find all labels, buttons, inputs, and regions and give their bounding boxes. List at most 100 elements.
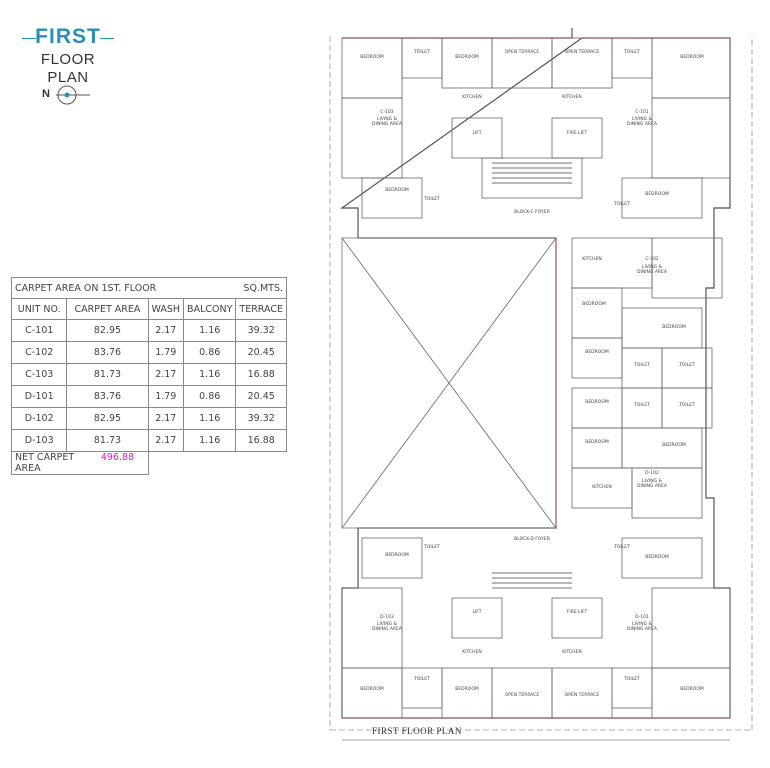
cell-carpet: 83.76	[66, 341, 149, 364]
cell-unit: C-102	[10, 341, 68, 364]
room-label: BEDROOM	[662, 324, 686, 330]
title-rule-left	[22, 38, 36, 39]
plan-subtitle: FLOOR PLAN	[40, 51, 96, 86]
floor-plan-svg: BEDROOM TOILET BEDROOM OPEN TERRACE OPEN…	[329, 28, 753, 741]
room-label: TOILET	[413, 676, 430, 682]
table-header-row: UNIT NO. CARPET AREA WASH BALCONY TERRAC…	[10, 298, 287, 320]
compass-icon	[56, 85, 90, 105]
cell-unit: D-101	[10, 385, 68, 408]
cell-wash: 2.17	[147, 363, 185, 386]
cell-carpet: 82.95	[66, 319, 149, 342]
room-label: BEDROOM	[582, 301, 606, 307]
room-label: TOILET	[423, 544, 440, 550]
cell-carpet: 81.73	[66, 363, 149, 386]
cell-wash: 2.17	[147, 429, 185, 452]
carpet-area-table: CARPET AREA ON 1ST. FLOOR SQ.MTS. UNIT N…	[10, 277, 287, 475]
cell-balcony: 0.86	[183, 341, 237, 364]
cell-balcony: 1.16	[183, 407, 237, 430]
unit-label: D-101	[635, 614, 649, 620]
cell-terrace: 16.88	[235, 363, 287, 386]
col-balcony: BALCONY	[183, 298, 237, 320]
room-label: TOILET	[623, 49, 640, 55]
col-carpet: CARPET AREA	[66, 298, 149, 320]
unit-label: D-102	[645, 470, 659, 476]
room-label: BEDROOM	[385, 187, 409, 193]
room-label: BEDROOM	[360, 686, 384, 692]
room-label: TOILET	[678, 362, 695, 368]
room-label: OPEN TERRACE	[565, 692, 600, 698]
cell-balcony: 1.16	[183, 363, 237, 386]
cell-carpet: 82.95	[66, 407, 149, 430]
room-label: TOILET	[678, 402, 695, 408]
room-label: FIRE LIFT	[567, 130, 588, 136]
net-carpet-label: NET CARPET AREA 496.88	[11, 451, 149, 475]
room-label: OPEN TERRACE	[505, 692, 540, 698]
col-unit: UNIT NO.	[10, 298, 68, 320]
room-label: FIRE LIFT	[567, 609, 588, 615]
room-label: BEDROOM	[645, 554, 669, 560]
cell-unit: C-103	[10, 363, 68, 386]
room-label: LIVING &	[632, 116, 653, 122]
unit-label: C-103	[380, 109, 393, 115]
table-row: D-103 81.73 2.17 1.16 16.88	[10, 429, 287, 452]
foyer-label: BLOCK-C FOYER	[514, 209, 549, 215]
room-label: TOILET	[613, 544, 630, 550]
cell-wash: 2.17	[147, 407, 185, 430]
room-label: TOILET	[613, 201, 630, 207]
cell-terrace: 39.32	[235, 319, 287, 342]
room-label: KITCHEN	[562, 649, 582, 655]
table-row: C-103 81.73 2.17 1.16 16.88	[10, 363, 287, 386]
north-label: N	[42, 88, 50, 100]
room-label: DINING AREA	[637, 483, 668, 489]
cell-wash: 1.79	[147, 341, 185, 364]
room-label: DINING AREA	[627, 626, 658, 632]
room-label: TOILET	[633, 402, 650, 408]
table-unit: SQ.MTS.	[235, 277, 287, 299]
room-label: LIVING &	[642, 478, 663, 484]
room-label: LIVING &	[377, 116, 398, 122]
room-label: KITCHEN	[582, 256, 602, 262]
room-label: BEDROOM	[645, 191, 669, 197]
room-label: KITCHEN	[562, 94, 582, 100]
title-rule-right	[100, 38, 114, 39]
cell-wash: 1.79	[147, 385, 185, 408]
room-label: BEDROOM	[455, 686, 479, 692]
col-terrace: TERRACE	[235, 298, 287, 320]
room-label: BEDROOM	[455, 54, 479, 60]
room-label: DINING AREA	[637, 269, 668, 275]
unit-label: C-101	[635, 109, 648, 115]
room-label: BEDROOM	[385, 552, 409, 558]
room-label: OPEN TERRACE	[505, 49, 540, 55]
col-wash: WASH	[147, 298, 185, 320]
table-title: CARPET AREA ON 1ST. FLOOR	[10, 277, 236, 299]
plan-caption: FIRST FLOOR PLAN	[372, 726, 462, 736]
room-label: TOILET	[423, 196, 440, 202]
room-label: LIVING &	[632, 621, 653, 627]
room-label: BEDROOM	[680, 686, 704, 692]
cell-wash: 2.17	[147, 319, 185, 342]
net-label-text: NET CARPET AREA	[15, 452, 75, 474]
room-label: TOILET	[633, 362, 650, 368]
room-label: OPEN TERRACE	[565, 49, 600, 55]
room-label: KITCHEN	[462, 94, 482, 100]
cell-unit: D-102	[10, 407, 68, 430]
room-label: LIFT	[472, 130, 481, 136]
table-row: D-101 83.76 1.79 0.86 20.45	[10, 385, 287, 408]
cell-terrace: 20.45	[235, 385, 287, 408]
room-label: TOILET	[623, 676, 640, 682]
room-label: DINING AREA	[372, 626, 403, 632]
net-carpet-row: NET CARPET AREA 496.88	[11, 451, 287, 475]
plan-title-block: FIRST FLOOR PLAN	[22, 24, 114, 87]
unit-label: C-102	[645, 256, 658, 262]
plan-title: FIRST	[35, 25, 101, 48]
room-label: LIVING &	[377, 621, 398, 627]
floor-plan-drawing: BEDROOM TOILET BEDROOM OPEN TERRACE OPEN…	[322, 28, 770, 768]
cell-terrace: 16.88	[235, 429, 287, 452]
table-row: C-102 83.76 1.79 0.86 20.45	[10, 341, 287, 364]
room-label: BEDROOM	[680, 54, 704, 60]
room-label: BEDROOM	[662, 442, 686, 448]
cell-terrace: 20.45	[235, 341, 287, 364]
room-label: BEDROOM	[360, 54, 384, 60]
room-label: KITCHEN	[592, 484, 612, 490]
room-label: BEDROOM	[585, 439, 609, 445]
